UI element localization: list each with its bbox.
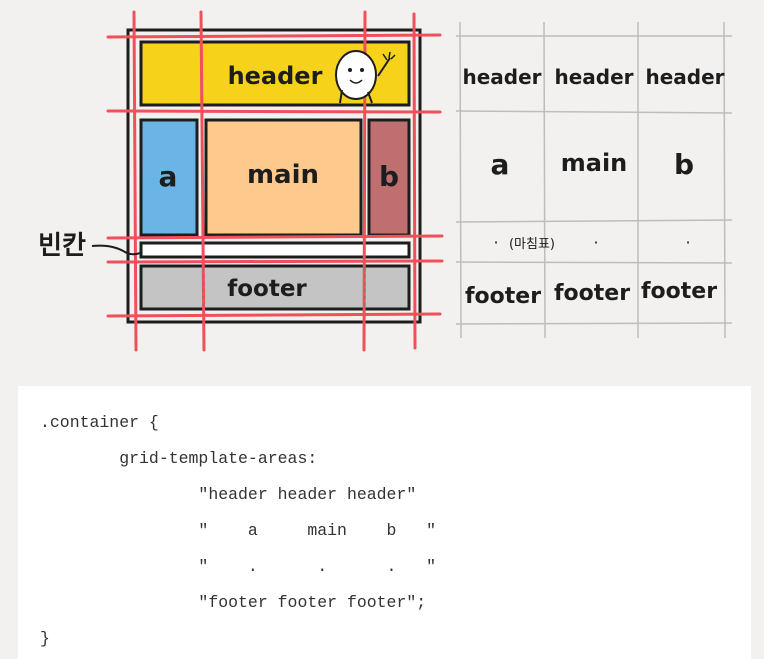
code-line-4: " a main b " (40, 521, 437, 540)
cartoon-character-icon (335, 50, 396, 104)
a-area-label: a (159, 160, 178, 193)
grid-line-h2 (106, 109, 442, 114)
table-cell-r1c1: header (462, 65, 541, 89)
area-main (204, 118, 363, 237)
grid-line-h3 (106, 234, 444, 240)
grid-container-outline (126, 28, 422, 324)
grid-lines (106, 10, 444, 352)
grid-line-h5 (106, 312, 442, 318)
table-cell-r4c2: footer (554, 281, 630, 306)
grid-line-h4 (106, 259, 444, 264)
code-line-5: " . . . " (40, 557, 437, 576)
code-block: .container { grid-template-areas: "heade… (18, 386, 751, 659)
table-dot-note: (마침표) (509, 237, 555, 252)
grid-line-v4 (412, 12, 417, 350)
table-cell-r3c2: · (593, 233, 598, 252)
footer-area-label: footer (227, 276, 307, 302)
area-b (367, 118, 411, 237)
table-cell-r4c1: footer (465, 284, 541, 309)
area-table-grid (455, 21, 733, 339)
grid-line-v1 (132, 10, 138, 352)
code-line-2: grid-template-areas: (40, 449, 318, 468)
code-line-1: .container { (40, 413, 159, 432)
code-line-6: "footer footer footer"; (40, 593, 427, 612)
table-cell-r3c3: · (685, 233, 690, 252)
area-table-text: header header header a main b · (마침표) · … (462, 65, 724, 309)
table-cell-r3c1: · (493, 233, 498, 252)
grid-line-h1 (106, 33, 442, 39)
b-area-label: b (379, 160, 399, 193)
table-cell-r1c3: header (645, 65, 724, 89)
header-area-label: header (228, 62, 323, 90)
code-line-3: "header header header" (40, 485, 417, 504)
table-cell-r2c3: b (674, 148, 694, 181)
table-cell-r4c3: footer (641, 279, 717, 304)
grid-line-v2 (199, 10, 206, 352)
area-a (139, 118, 199, 237)
area-empty-row (139, 241, 411, 259)
css-grid-illustration: header a main b footer 빈칸 header header … (38, 10, 733, 352)
grid-diagram: header a main b footer 빈칸 header header … (38, 10, 733, 352)
empty-cell-pointer (91, 244, 141, 256)
table-cell-r2c1: a (491, 148, 510, 181)
table-cell-r2c2: main (561, 149, 628, 177)
main-area-label: main (247, 160, 319, 190)
table-cell-r1c2: header (554, 65, 633, 89)
code-line-7: } (40, 629, 50, 648)
empty-cell-label: 빈칸 (38, 231, 86, 261)
